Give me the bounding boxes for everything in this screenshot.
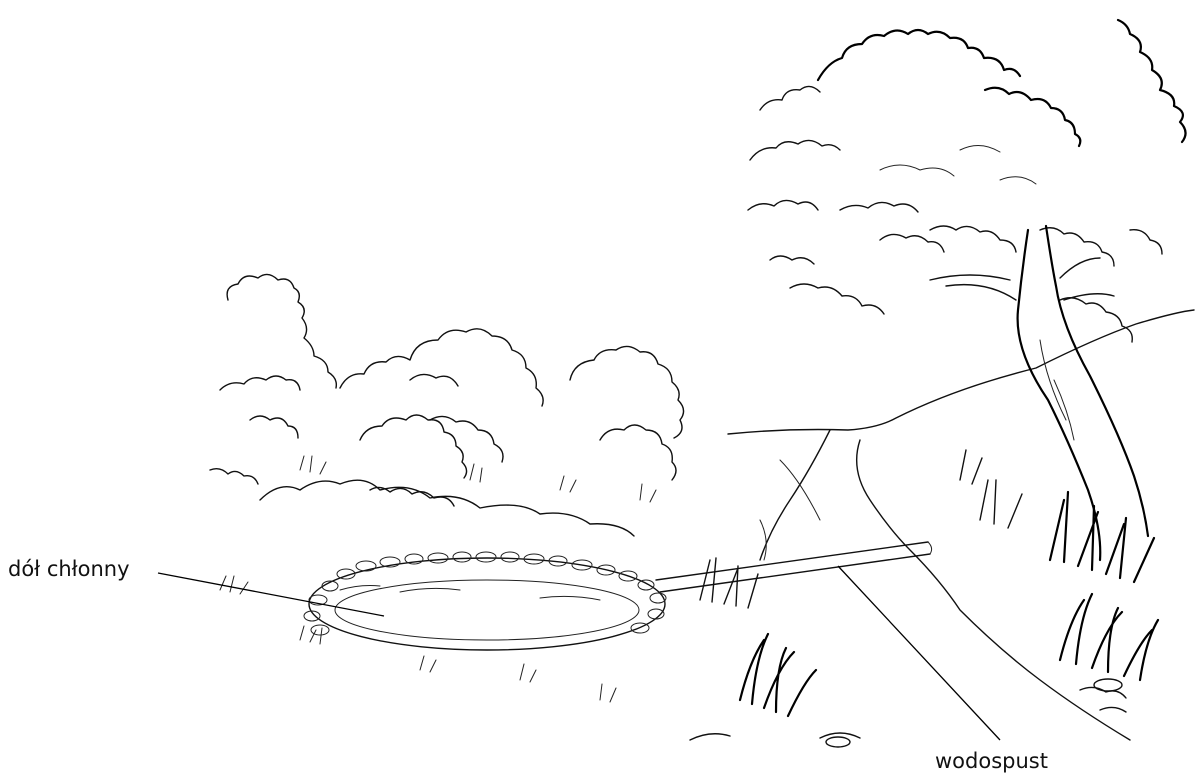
label-absorption-pit: dół chłonny: [8, 559, 130, 580]
leader-line-absorption-pit: [158, 573, 384, 616]
tree-canopy: [748, 20, 1186, 342]
grass: [220, 450, 1158, 747]
background-shrubs: [210, 274, 684, 536]
tree-trunk: [930, 226, 1148, 560]
leader-line-culvert: [838, 566, 1000, 740]
culvert-pipe: [656, 542, 932, 592]
absorption-pit: [304, 552, 666, 650]
label-culvert: wodospust: [935, 751, 1048, 772]
